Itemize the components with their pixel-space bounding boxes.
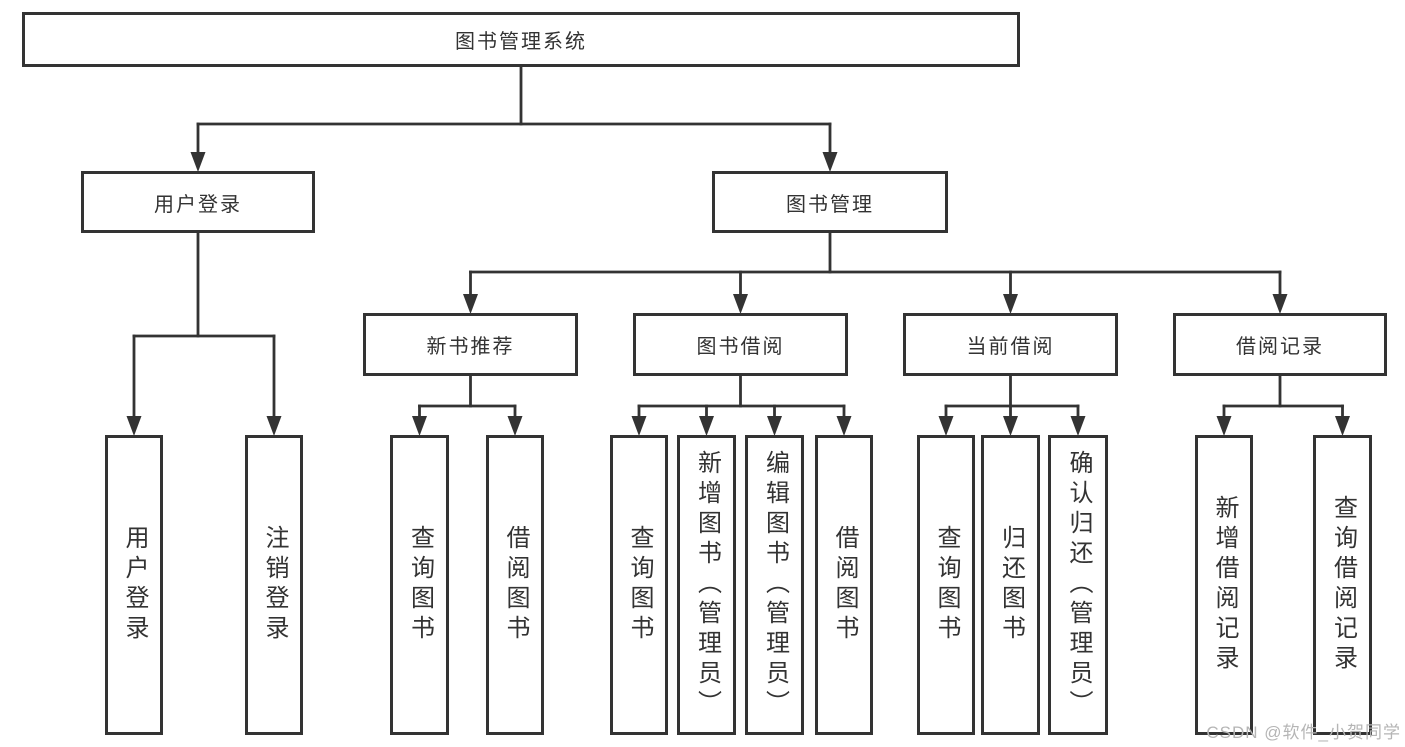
node-label: 归还图书 (997, 525, 1025, 645)
node-label: 图书借阅 (696, 336, 785, 358)
node-newbook-borrow: 借阅图书 (486, 435, 544, 735)
node-label: 新书推荐 (426, 336, 515, 358)
node-label: 图书管理 (786, 193, 874, 216)
node-label: 用户登录 (154, 193, 242, 216)
node-records-add: 新增借阅记录 (1195, 435, 1253, 735)
node-label: 查询图书 (406, 525, 434, 645)
node-records: 借阅记录 (1173, 313, 1387, 376)
node-current-confirm: 确认归还（管理员） (1048, 435, 1108, 735)
node-mgmt: 图书管理 (712, 171, 948, 233)
node-label: 查询图书 (933, 525, 960, 645)
node-root: 图书管理系统 (22, 12, 1020, 67)
node-borrow-lend: 借阅图书 (815, 435, 873, 735)
node-label: 用户登录 (121, 525, 148, 645)
node-login: 用户登录 (81, 171, 315, 233)
node-label: 借阅图书 (831, 525, 858, 645)
node-label: 查询借阅记录 (1329, 495, 1357, 675)
node-borrow-query: 查询图书 (610, 435, 668, 735)
node-label: 图书管理系统 (455, 31, 587, 53)
node-borrow-add: 新增图书（管理员） (677, 435, 736, 735)
node-label: 新增图书（管理员） (693, 450, 721, 720)
node-current-query: 查询图书 (917, 435, 975, 735)
csdn-watermark: CSDN @软件_小贺同学 (1206, 723, 1401, 742)
node-newbook: 新书推荐 (363, 313, 578, 376)
node-label: 新增借阅记录 (1211, 495, 1238, 675)
node-login-user: 用户登录 (105, 435, 163, 735)
node-label: 注销登录 (261, 525, 288, 645)
node-newbook-query: 查询图书 (390, 435, 449, 735)
node-label: 当前借阅 (966, 336, 1055, 358)
node-current: 当前借阅 (903, 313, 1118, 376)
node-login-logout: 注销登录 (245, 435, 303, 735)
node-borrow-edit: 编辑图书（管理员） (745, 435, 804, 735)
node-records-query: 查询借阅记录 (1313, 435, 1372, 735)
node-label: 确认归还（管理员） (1065, 450, 1092, 720)
node-borrow: 图书借阅 (633, 313, 848, 376)
node-current-return: 归还图书 (981, 435, 1040, 735)
node-label: 查询图书 (626, 525, 653, 645)
node-label: 借阅图书 (502, 525, 529, 645)
node-label: 借阅记录 (1236, 336, 1324, 358)
node-label: 编辑图书（管理员） (761, 450, 789, 720)
